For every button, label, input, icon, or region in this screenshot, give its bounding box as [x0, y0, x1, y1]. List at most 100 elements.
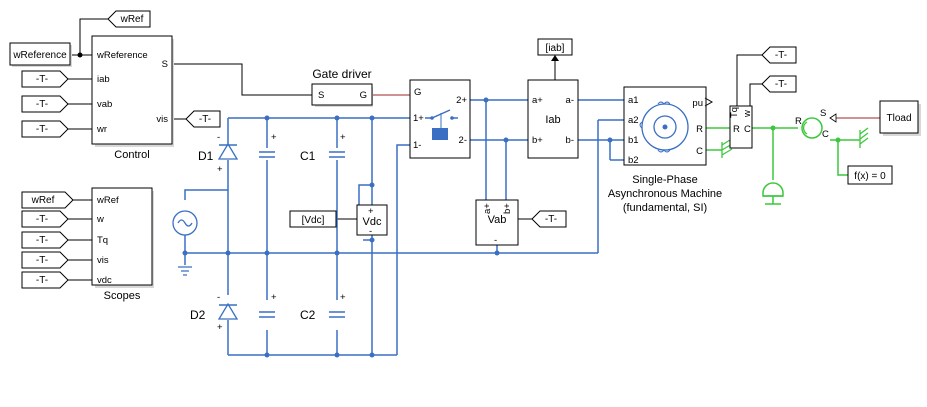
- iab-port-aplus: a+: [532, 95, 543, 106]
- scopes-port-tq: Tq: [97, 235, 108, 246]
- machine-title-line2: Asynchronous Machine: [608, 188, 722, 200]
- capacitor-c2-left[interactable]: +: [259, 292, 277, 318]
- switch-port-g: G: [414, 87, 421, 98]
- gate-driver-block[interactable]: Gate driver S G: [311, 67, 373, 107]
- capacitor-c1[interactable]: + C1: [300, 132, 346, 163]
- iab-port-aminus: a-: [566, 95, 574, 106]
- svg-text:-: -: [217, 132, 220, 143]
- tag-label: -T-: [36, 255, 48, 266]
- switch-port-2minus: 2-: [459, 135, 467, 146]
- control-port-vab: vab: [97, 99, 112, 110]
- inertia-icon[interactable]: [762, 182, 784, 205]
- mechanical-wires: [706, 127, 860, 180]
- iab-port-bplus: b+: [532, 135, 543, 146]
- machine-title-line3: (fundamental, SI): [623, 202, 707, 214]
- switch-block[interactable]: G 1+ 1- 2+ 2-: [409, 79, 471, 159]
- tag-label: -T-: [199, 114, 211, 125]
- vab-voltage-sensor-block[interactable]: a+ b+ Vab -: [475, 199, 519, 246]
- svg-text:+: +: [217, 164, 223, 175]
- scopes-port-wref: wRef: [96, 195, 119, 206]
- switch-port-1minus: 1-: [413, 140, 421, 151]
- svg-text:+: +: [340, 292, 346, 303]
- from-tag-vis[interactable]: -T-: [21, 251, 69, 269]
- vdc-port-minus: -: [369, 226, 372, 237]
- iab-current-sensor-block[interactable]: a+ a- b+ b- Iab: [527, 79, 579, 159]
- machine-port-pu: pu: [692, 98, 703, 109]
- d1-label: D1: [198, 149, 214, 163]
- capacitor-c2[interactable]: + C2: [300, 292, 346, 322]
- from-wreference-label: wReference: [12, 50, 67, 61]
- scopes-port-w: w: [96, 214, 104, 225]
- machine-title-line1: Single-Phase: [632, 174, 697, 186]
- control-subsystem[interactable]: wReference iab vab wr S vis Control: [91, 35, 174, 161]
- from-tag-tq[interactable]: -T-: [21, 231, 69, 249]
- diode-d1[interactable]: - + D1: [198, 132, 239, 175]
- sensor-port-r: R: [733, 124, 740, 135]
- goto-tag-vab[interactable]: -T-: [531, 210, 567, 228]
- solver-configuration-block[interactable]: f(x) = 0: [847, 165, 893, 185]
- single-phase-asynchronous-machine[interactable]: a1 a2 b1 b2 pu R C Single-Phase Asynchro…: [608, 86, 722, 214]
- capacitor-c1-left[interactable]: +: [259, 132, 277, 158]
- control-title: Control: [114, 149, 149, 161]
- svg-text:+: +: [217, 322, 223, 333]
- vdc-port-plus: +: [368, 206, 374, 217]
- electrical-wires: [184, 99, 624, 356]
- vab-port-bplus: b+: [502, 203, 513, 214]
- from-tag-w[interactable]: -T-: [21, 210, 69, 228]
- diode-d2[interactable]: - + D2: [190, 292, 239, 333]
- goto-tag-vis[interactable]: -T-: [185, 110, 221, 128]
- from-tag-vdc[interactable]: -T-: [21, 271, 69, 289]
- tag-label: -T-: [545, 214, 557, 225]
- tag-label: -T-: [775, 79, 787, 90]
- svg-text:+: +: [271, 132, 277, 143]
- control-port-wreference: wReference: [96, 50, 148, 61]
- vdc-voltage-sensor-block[interactable]: + Vdc -: [356, 204, 388, 237]
- scopes-title: Scopes: [104, 290, 141, 302]
- signal-wires: [68, 18, 880, 281]
- ideal-rotational-motion-sensor[interactable]: Tq w R C: [729, 105, 753, 149]
- goto-tag-tq[interactable]: -T-: [761, 46, 797, 64]
- from-tag-vab[interactable]: -T-: [21, 95, 69, 113]
- from-wref-label: wRef: [31, 195, 55, 206]
- control-port-s: S: [162, 59, 168, 70]
- sensor-port-w: w: [742, 110, 753, 118]
- control-port-iab: iab: [97, 74, 110, 85]
- ac-voltage-source[interactable]: [172, 210, 198, 236]
- scopes-subsystem[interactable]: wRef w Tq vis vdc Scopes: [91, 187, 154, 302]
- gate-driver-port-g: G: [360, 90, 367, 101]
- from-tag-wr[interactable]: -T-: [21, 120, 69, 138]
- machine-port-b2: b2: [628, 155, 639, 166]
- machine-port-r: R: [696, 124, 703, 135]
- tag-label: -T-: [775, 50, 787, 61]
- scopes-port-vis: vis: [97, 255, 109, 266]
- tag-label: -T-: [36, 235, 48, 246]
- goto-vdc-tag[interactable]: [Vdc]: [289, 210, 337, 228]
- gate-driver-title: Gate driver: [312, 67, 371, 81]
- tag-label: -T-: [36, 275, 48, 286]
- iab-title: Iab: [545, 114, 560, 126]
- goto-vdc-label: [Vdc]: [302, 215, 325, 226]
- tag-label: -T-: [36, 214, 48, 225]
- ideal-torque-source[interactable]: S R C: [795, 108, 837, 140]
- vab-title: Vab: [488, 214, 507, 226]
- goto-tag-w[interactable]: -T-: [761, 75, 797, 93]
- control-port-wr: wr: [96, 124, 107, 135]
- ground-icon: [178, 266, 192, 276]
- source-reference-icon: [859, 127, 869, 148]
- from-wreference-block[interactable]: wReference: [9, 42, 72, 67]
- machine-port-a1: a1: [628, 95, 639, 106]
- goto-iab-tag[interactable]: [iab]: [537, 38, 573, 61]
- svg-text:-: -: [217, 292, 220, 303]
- sensor-port-tq: Tq: [729, 107, 740, 118]
- vab-port-minus: -: [494, 235, 497, 246]
- from-tag-iab[interactable]: -T-: [21, 70, 69, 88]
- tload-block[interactable]: Tload: [879, 100, 921, 136]
- from-wref-block[interactable]: wRef: [21, 191, 74, 209]
- goto-wref-tag[interactable]: wRef: [107, 10, 151, 28]
- source-port-c: C: [822, 129, 829, 140]
- tag-label: -T-: [36, 124, 48, 135]
- d2-label: D2: [190, 308, 206, 322]
- junction-dots: [77, 52, 841, 358]
